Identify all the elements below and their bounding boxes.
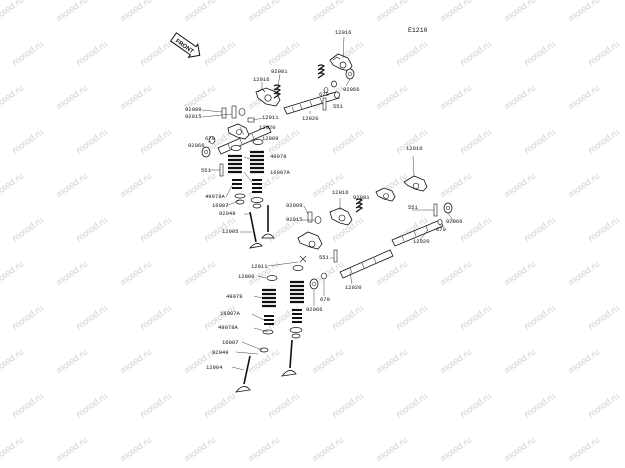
adjuster-screw-right [307,211,322,224]
label-551-c: 551 [408,204,418,211]
label-16007-b: 16007 [222,339,239,346]
spring-upper-a [317,64,326,79]
label-49078-a: 49078 [270,153,287,160]
front-direction-badge: FRONT [169,32,201,58]
valve-spring-lower-b [264,309,302,325]
rocker-arm-right-c [297,231,323,250]
label-92066-a: 92066 [343,86,360,93]
valve-spring-upper-a [228,150,264,174]
spring-right-a [355,198,364,213]
nut-upper [247,117,255,123]
label-92066-b: 92066 [188,142,205,149]
valve-spring-upper-b [232,179,262,193]
label-12011-b: 12011 [251,263,268,270]
label-12011-a: 12011 [262,114,279,121]
label-551-b: 551 [201,167,211,174]
label-670-d: 670 [320,296,330,303]
washer-upper-left [201,136,216,158]
label-16007A-b: 16007A [220,310,240,317]
label-92015-a: 92015 [185,113,202,120]
leader-lines [201,36,455,371]
rocker-arm-upper-c [227,123,250,140]
pin-right-a [433,203,438,217]
label-12016-b: 12016 [253,76,270,83]
valve-seat-upper [234,193,264,209]
label-551-d: 551 [319,254,329,261]
pin-upper-a [322,97,327,111]
valve-lower-12004 [235,339,297,393]
label-670-c: 670 [436,226,446,233]
label-12016-d: 12016 [332,189,349,196]
label-92066-c: 92066 [446,218,463,225]
adjuster-screw-upper [221,105,246,119]
rocker-arm-upper-b [255,87,281,107]
label-16007-a: 16007 [212,202,229,209]
label-12020-c: 12020 [413,238,430,245]
label-12005: 12005 [222,228,239,235]
valve-retainer-upper [230,139,264,151]
spring-upper-b [273,84,282,99]
washer-right-b [309,272,327,290]
washer-upper-a [323,68,355,93]
label-12009-a: 12009 [262,135,279,142]
valve-upper-12005 [248,205,275,249]
label-49078A-b: 49078A [218,324,238,331]
valve-seat-lower [259,327,303,353]
label-49078-b: 49078 [226,293,243,300]
label-12020-a: 12020 [302,115,319,122]
label-12009-b: 12009 [238,273,255,280]
rocker-shaft-upper-1 [283,91,340,115]
label-92009-a: 92009 [185,106,202,113]
label-92081-a: 92081 [271,68,288,75]
pin-right-b [333,249,338,263]
label-92081-b: 92081 [353,194,370,201]
rocker-arm-right-b [329,207,353,226]
label-92009-b: 92009 [286,202,303,209]
washer-right-a [437,202,453,225]
label-92015-b: 92015 [286,216,303,223]
valve-spring-lower-a [262,280,304,308]
valve-retainer-lower [266,255,307,281]
label-670-b: 670 [205,135,215,142]
rocker-arm-upper-a [329,53,353,72]
label-92049-a: 92049 [219,210,236,217]
label-12020-d: 12020 [345,284,362,291]
label-49078A-a: 49078A [205,193,225,200]
label-551-a: 551 [333,103,343,110]
diagram-code: E1210 [408,27,428,34]
label-12004: 12004 [206,364,223,371]
label-670-a: 670 [319,91,329,98]
label-12020-b: 12020 [259,124,276,131]
label-12016-a: 12016 [335,29,352,36]
label-12016-c: 12016 [406,145,423,152]
rocker-arm-right-a [375,175,428,202]
label-92049-b: 92049 [212,349,229,356]
label-16007A-a: 16007A [270,169,290,176]
label-92066-d: 92066 [306,306,323,313]
rocker-shaft-right-2 [339,249,394,279]
pin-upper-b [219,163,224,177]
